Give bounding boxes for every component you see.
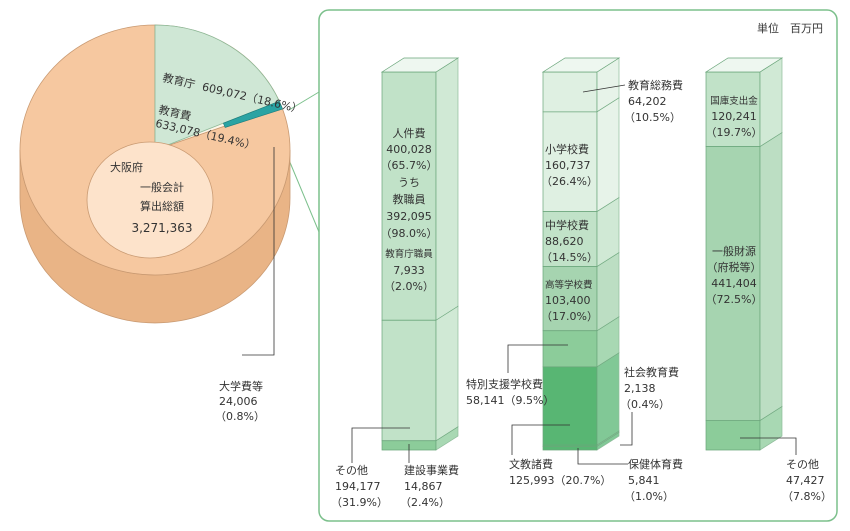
col1-seg1-sub1: うち: [398, 176, 420, 189]
pie-slice-university: [222, 100, 283, 128]
col2-labels: 教育総務費 64,202 （10.5%） 小学校費 160,737 （26.4%…: [466, 78, 683, 503]
col2-seg7-title: 社会教育費: [624, 365, 679, 379]
col2-seg1-pct: （10.5%）: [624, 111, 681, 124]
col2-seg8-pct: （1.0%）: [624, 490, 674, 503]
col2-seg4-title: 高等学校費: [545, 279, 593, 291]
col2-seg4-value: 103,400: [545, 294, 591, 307]
col2-seg2-pct: （26.4%）: [541, 175, 598, 188]
bar-purpose-seg-2-side: [596, 97, 620, 213]
col1-seg1-sub2: 教職員: [393, 193, 426, 206]
stacked-columns: [380, 57, 784, 451]
col2-seg8-value: 5,841: [628, 474, 660, 487]
col1-seg3-value: 14,867: [404, 480, 443, 493]
bar-source-seg-1-side: [759, 57, 783, 148]
col3-seg1-value: 120,241: [711, 110, 757, 123]
col1-seg3-pct: （2.4%）: [400, 496, 450, 509]
pie-slice-agency: [154, 24, 280, 151]
column-source: [704, 57, 784, 451]
budget-pie: 大阪府 一般会計 算出総額 3,271,363 教育費 633,078（19.4…: [19, 24, 304, 423]
bar-purpose-seg-5: [542, 330, 598, 368]
col2-seg3-value: 88,620: [545, 235, 584, 248]
column-personnel: [380, 57, 460, 451]
col1-other-leader: [351, 427, 410, 463]
col2-seg6-value: 125,993（20.7%）: [509, 474, 611, 487]
col2-seg7-value: 2,138: [624, 382, 656, 395]
col2-seg3-title: 中学校費: [545, 218, 589, 232]
pie-label-univ-pct: （0.8%）: [215, 410, 265, 423]
pie-label-main-3: 算出総額: [140, 199, 184, 213]
col2-seg2-value: 160,737: [545, 159, 591, 172]
col1-seg1-sub3-pct: （2.0%）: [384, 280, 434, 293]
col2-misc-leader: [511, 424, 570, 455]
col3-seg3-title: その他: [786, 458, 819, 471]
col3-seg3-value: 47,427: [786, 474, 825, 487]
col2-seg1-value: 64,202: [628, 95, 667, 108]
bar-source-seg-2-side: [759, 131, 783, 422]
col3-seg3-pct: （7.8%）: [782, 490, 832, 503]
col3-seg2-title: 一般財源: [712, 244, 756, 258]
col3-seg2-pct: （72.5%）: [706, 293, 763, 306]
col1-seg1-value: 400,028: [386, 143, 432, 156]
col2-seg4-pct: （17.0%）: [541, 310, 598, 323]
bar-purpose-top: [541, 57, 621, 73]
pie-inner-circle: [86, 141, 214, 259]
pie-panel-connector-top: [288, 91, 320, 111]
pie-label-univ-name: 大学費等: [219, 379, 263, 393]
bar-source-seg-3-side: [759, 405, 783, 451]
bar-personnel-seg-3-side: [435, 426, 459, 451]
col3-seg2-title2: （府税等）: [707, 260, 762, 274]
bar-personnel-seg-2-side: [435, 305, 459, 442]
pie-label-main-2: 一般会計: [140, 180, 184, 194]
bar-purpose-seg-1: [542, 71, 598, 113]
col2-general-leader: [582, 84, 626, 93]
col1-seg1-sub2-pct: （98.0%）: [381, 227, 438, 240]
col1-seg2-pct: （31.9%）: [331, 496, 388, 509]
col1-seg1-title: 人件費: [393, 126, 426, 140]
col1-seg1-sub3: 教育庁職員: [385, 248, 433, 260]
pie-label-univ-value: 24,006: [219, 395, 258, 408]
col1-seg1-sub3-value: 7,933: [393, 264, 425, 277]
column-purpose: [541, 57, 621, 451]
bar-personnel-seg-1-side: [435, 57, 459, 321]
col2-seg1-title: 教育総務費: [628, 78, 683, 92]
col2-seg5-value: 58,141（9.5%）: [466, 394, 554, 407]
col2-seg3-pct: （14.5%）: [541, 251, 598, 264]
col1-seg1-pct: （65.7%）: [381, 159, 438, 172]
col3-seg1-title: 国庫支出金: [710, 95, 758, 107]
col2-seg8-title: 保健体育費: [628, 457, 683, 471]
univ-leader-line: [242, 147, 275, 356]
col2-social-leader: [620, 412, 633, 446]
bar-purpose-seg-8: [542, 446, 598, 451]
bar-purpose-seg-8-side: [596, 431, 620, 451]
bar-purpose-seg-6-side: [596, 352, 620, 446]
pie-panel-connector-bottom: [288, 159, 320, 233]
col3-labels: 国庫支出金 120,241 （19.7%） 一般財源 （府税等） 441,404…: [706, 95, 832, 503]
unit-label: 単位 百万円: [757, 21, 823, 35]
col1-labels: 人件費 400,028 （65.7%） うち 教職員 392,095 （98.0…: [331, 126, 459, 509]
col1-seg1-sub2-value: 392,095: [386, 210, 432, 223]
bar-source-seg-3: [705, 420, 761, 451]
pie-label-main-value: 3,271,363: [131, 221, 192, 235]
bar-personnel-top: [380, 57, 460, 73]
col3-seg1-pct: （19.7%）: [706, 126, 763, 139]
col2-seg5-title: 特別支援学校費: [466, 377, 543, 391]
bar-source-top: [704, 57, 784, 73]
col3-other-leader: [740, 437, 797, 455]
col1-seg2-title: その他: [335, 464, 368, 477]
pie-label-main-1: 大阪府: [110, 160, 143, 174]
col2-seg2-title: 小学校費: [545, 142, 589, 156]
bar-personnel-seg-2: [381, 319, 437, 442]
col1-seg2-value: 194,177: [335, 480, 381, 493]
col3-seg2-value: 441,404: [711, 277, 757, 290]
col1-seg3-title: 建設事業費: [404, 463, 459, 477]
col2-seg6-title: 文教諸費: [509, 457, 553, 471]
col2-special-leader: [507, 344, 568, 373]
col2-health-leader: [577, 448, 628, 465]
col2-seg7-pct: （0.4%）: [620, 398, 670, 411]
